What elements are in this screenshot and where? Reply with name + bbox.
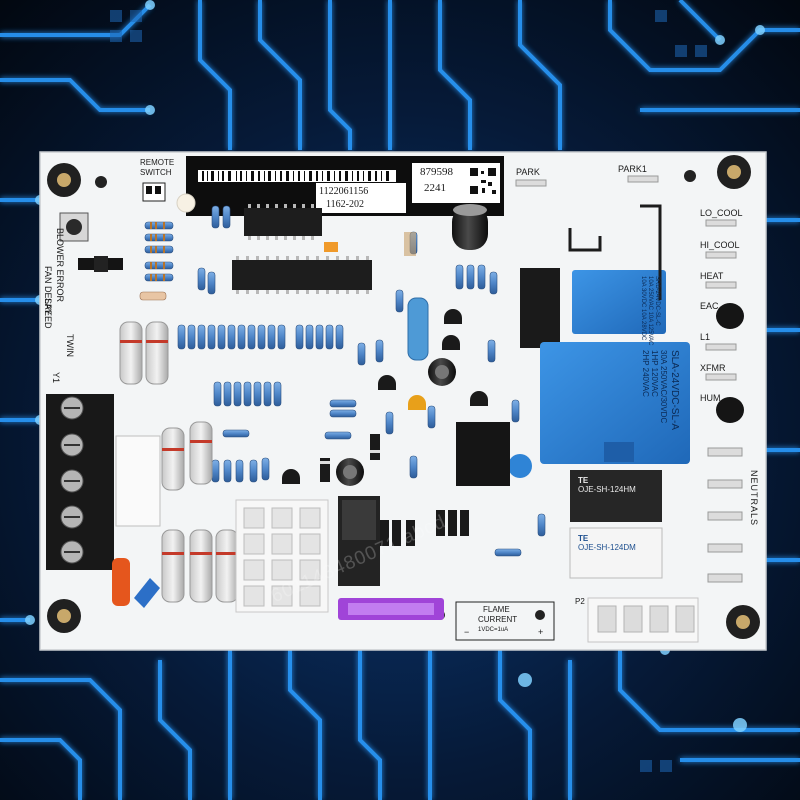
lo-cool-label: LO_COOL: [700, 208, 743, 218]
barcode: [198, 170, 396, 182]
control-board: [39, 151, 767, 651]
ic-micro-pins: [236, 256, 369, 294]
part-number-label-bg: [316, 183, 406, 213]
reset-button[interactable]: [66, 219, 82, 235]
ic-small-pins: [248, 204, 314, 240]
large-relay-rating-3: 2HP 240VAC: [641, 350, 651, 397]
blade-fuse-window: [348, 603, 434, 615]
hum-label: HUM: [700, 393, 721, 403]
serial-bottom: 2241: [424, 182, 446, 194]
twin-label: TWIN: [65, 334, 75, 357]
te-relay-1-text: TE OJE-SH-124HM: [578, 476, 636, 494]
diodes: [320, 232, 469, 546]
spade-terminals[interactable]: [515, 175, 743, 583]
relay-large-tab: [604, 442, 634, 462]
board-traces: [568, 204, 662, 300]
neutrals-label: NEUTRALS: [749, 470, 759, 527]
te-relay-1-brand: TE: [578, 476, 589, 485]
black-standoffs: [716, 303, 744, 423]
jumper-cap: [94, 256, 108, 272]
large-relay-rating-2: 1HP 120VAC: [650, 350, 660, 397]
flame-minus: −: [464, 627, 470, 637]
black-relay-window: [342, 500, 376, 540]
qr-code: [468, 166, 498, 196]
small-relay-text: SRD-24VDC-SL-C 10A 250VAC 10A 125VAC 10A…: [639, 276, 660, 346]
part-number-a: 1122061156: [319, 186, 369, 197]
barcode-bars: [202, 171, 389, 181]
speed-label: SPEED: [43, 298, 53, 329]
ceramic-capacitor-blue: [134, 578, 160, 608]
switch-label: SWITCH: [140, 168, 172, 177]
l1-label: L1: [700, 332, 711, 342]
smd-capacitor-orange: [324, 242, 338, 252]
te-relay-2-brand: TE: [578, 534, 589, 543]
flame-plus: +: [538, 627, 544, 637]
transistors: [281, 309, 488, 484]
part-number-b: 1162-202: [326, 199, 364, 210]
current-label: CURRENT: [478, 615, 518, 624]
p2-label: P2: [575, 597, 585, 606]
large-relay-text: SLA-24VDC-SL-A 30A 250VAC/30VDC 1HP 120V…: [641, 350, 680, 430]
te-relay-white: [569, 527, 663, 579]
flame-sub-label: 1VDC=1uA: [478, 627, 509, 633]
large-relay-model: SLA-24VDC-SL-A: [669, 350, 680, 431]
power-regulator: [456, 422, 510, 486]
hi-cool-label: HI_COOL: [700, 240, 740, 250]
relay-small-blue: [572, 270, 666, 334]
park-label: PARK: [516, 167, 540, 177]
large-relay-rating-1: 30A 250VAC/30VDC: [659, 350, 669, 424]
park1-label: PARK1: [618, 164, 647, 174]
eac-label: EAC: [700, 301, 719, 311]
te-relay-black: [570, 470, 662, 522]
background-chip-grid: [110, 10, 707, 772]
remote-switch-pin-b: [155, 186, 161, 194]
te-relay-2-text: TE OJE-SH-124DM: [578, 534, 636, 552]
mounting-holes: [47, 155, 760, 639]
terminal-screws[interactable]: [60, 396, 84, 564]
remote-switch-pin-a: [146, 186, 152, 194]
p2-connector-pins: [597, 605, 695, 633]
reset-button-housing: [59, 212, 89, 242]
electrolytic-capacitors: [336, 204, 532, 486]
white-header-connector[interactable]: [115, 435, 161, 527]
molex-connector[interactable]: [235, 499, 329, 613]
led-indicator: [176, 193, 196, 213]
power-resistors: [119, 321, 239, 603]
remote-label: REMOTE: [140, 158, 175, 167]
flame-label: FLAME: [483, 605, 510, 614]
film-capacitor-orange: [112, 558, 130, 606]
y1-label: Y1: [51, 372, 61, 384]
resistor-bank: [139, 205, 546, 557]
ic-microcontroller: [232, 260, 372, 290]
serial-top: 879598: [420, 166, 453, 178]
te-relay-2-model: OJE-SH-124DM: [578, 543, 636, 553]
flame-current-box: [455, 601, 555, 641]
small-relay-model: SRD-24VDC-SL-C: [654, 276, 660, 326]
te-relay-1-model: OJE-SH-124HM: [578, 485, 636, 495]
small-relay-rating-1: 10A 250VAC 10A 125VAC: [647, 276, 654, 346]
xfmr-label: XFMR: [700, 363, 726, 373]
heat-label: HEAT: [700, 271, 724, 281]
black-coil: [520, 268, 560, 348]
ic-chip-small: [244, 208, 322, 236]
power-resistor-bands: [120, 340, 238, 555]
small-relay-rating-2: 10A 30VDC 10A 28VDC: [640, 276, 647, 341]
large-blue-resistor: [407, 297, 429, 361]
relay-large-blue: [540, 342, 690, 464]
blower-error-label: BLOWER ERROR: [55, 228, 65, 303]
